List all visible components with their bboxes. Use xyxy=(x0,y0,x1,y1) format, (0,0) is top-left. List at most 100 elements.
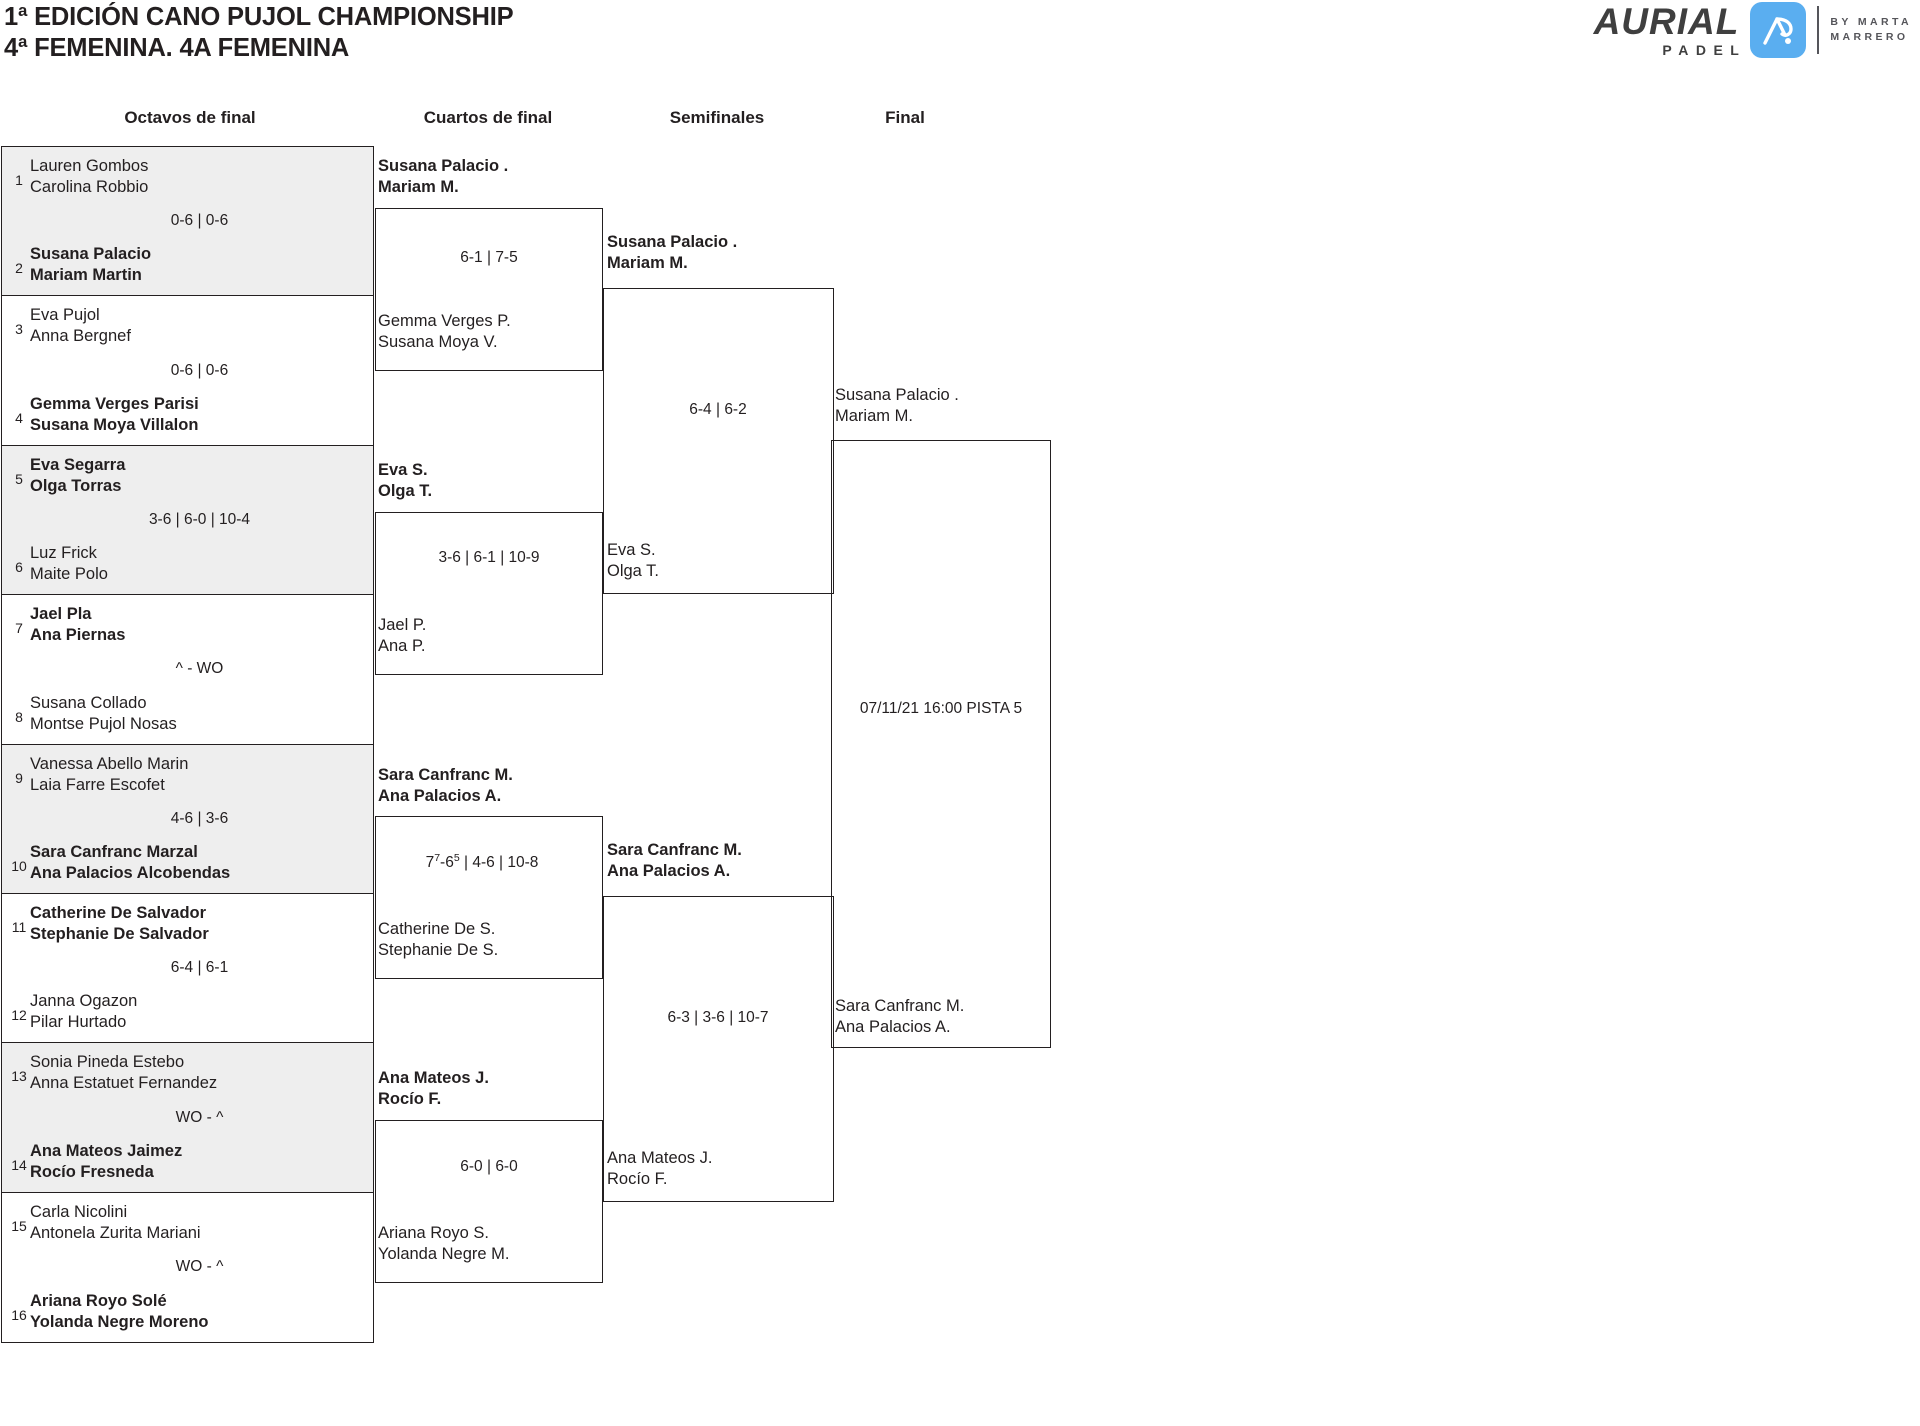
team-names: Janna Ogazon Pilar Hurtado xyxy=(30,992,138,1032)
seed-number: 4 xyxy=(15,409,23,426)
r1-match-6[interactable]: 11 Catherine De Salvador Stephanie De Sa… xyxy=(2,894,373,1044)
logo-divider xyxy=(1817,6,1820,54)
r1-match-4[interactable]: 7 Jael Pla Ana Piernas ^ - WO 8 Susana C… xyxy=(2,595,373,745)
r3-match-2-team-bottom[interactable]: Ana Mateos J. Rocío F. xyxy=(607,1149,713,1188)
r1-match-3-score: 3-6 | 6-0 | 10-4 xyxy=(148,510,251,528)
r1-match-3-team-top[interactable]: 5 Eva Segarra Olga Torras xyxy=(2,455,373,497)
r1-match-7-score: WO - ^ xyxy=(175,1108,224,1126)
r1-match-4-score: ^ - WO xyxy=(175,660,224,678)
r1-match-1[interactable]: 1 Lauren Gombos Carolina Robbio 0-6 | 0-… xyxy=(2,147,373,297)
r1-match-5-team-bottom[interactable]: 10 Sara Canfranc Marzal Ana Palacios Alc… xyxy=(2,842,373,884)
aurial-padel-logo: AURIAL PADEL BY MARTA MARRERO xyxy=(1594,2,1912,58)
r1-match-2-score: 0-6 | 0-6 xyxy=(170,361,229,379)
r1-match-2-team-top[interactable]: 3 Eva Pujol Anna Bergnef xyxy=(2,305,373,347)
r3-match-1-team-bottom[interactable]: Eva S. Olga T. xyxy=(607,541,659,580)
logo-sub-text: PADEL xyxy=(1662,42,1747,58)
team-names: Susana Collado Montse Pujol Nosas xyxy=(30,693,177,733)
final-team-bottom[interactable]: Sara Canfranc M. Ana Palacios A. xyxy=(835,997,965,1036)
r1-match-6-team-top[interactable]: 11 Catherine De Salvador Stephanie De Sa… xyxy=(2,903,373,945)
r1-match-5-team-top[interactable]: 9 Vanessa Abello Marin Laia Farre Escofe… xyxy=(2,754,373,796)
r3-match-1-score: 6-4 | 6-2 xyxy=(689,401,747,418)
r3-match-2-team-top[interactable]: Sara Canfranc M. Ana Palacios A. xyxy=(607,841,742,880)
seed-number: 10 xyxy=(11,858,27,875)
r2-match-3-box xyxy=(375,816,603,979)
r3-match-1-box xyxy=(603,288,834,594)
r1-match-1-team-top[interactable]: 1 Lauren Gombos Carolina Robbio xyxy=(2,156,373,198)
r3-match-2-score: 6-3 | 3-6 | 10-7 xyxy=(667,1009,769,1026)
seed-number: 8 xyxy=(15,708,23,725)
r1-match-5[interactable]: 9 Vanessa Abello Marin Laia Farre Escofe… xyxy=(2,744,373,894)
r1-match-3-team-bottom[interactable]: 6 Luz Frick Maite Polo xyxy=(2,543,373,585)
r1-match-4-team-bottom[interactable]: 8 Susana Collado Montse Pujol Nosas xyxy=(2,693,373,735)
logo-main-text: AURIAL xyxy=(1593,1,1740,42)
seed-number: 16 xyxy=(11,1307,27,1324)
r2-match-4-team-top[interactable]: Ana Mateos J. Rocío F. xyxy=(378,1069,489,1108)
r1-match-6-team-bottom[interactable]: 12 Janna Ogazon Pilar Hurtado xyxy=(2,991,373,1033)
seed-number: 13 xyxy=(11,1068,27,1085)
r2-match-2-team-top[interactable]: Eva S. Olga T. xyxy=(378,461,433,500)
team-names: Catherine De Salvador Stephanie De Salva… xyxy=(30,903,209,943)
team-names: Luz Frick Maite Polo xyxy=(30,544,108,584)
team-names: Gemma Verges Parisi Susana Moya Villalon xyxy=(30,394,199,434)
r1-match-6-score: 6-4 | 6-1 xyxy=(170,959,229,977)
r2-match-3-team-bottom[interactable]: Catherine De S. Stephanie De S. xyxy=(378,920,499,959)
r1-match-1-score: 0-6 | 0-6 xyxy=(170,212,229,230)
r2-match-2-score: 3-6 | 6-1 | 10-9 xyxy=(438,549,540,566)
r1-match-8-team-bottom[interactable]: 16 Ariana Royo Solé Yolanda Negre Moreno xyxy=(2,1291,373,1333)
seed-number: 6 xyxy=(15,559,23,576)
r2-match-1-box xyxy=(375,208,603,371)
r2-match-2-team-bottom[interactable]: Jael P. Ana P. xyxy=(378,616,427,655)
logo-byline-1: BY MARTA xyxy=(1830,15,1912,28)
seed-number: 14 xyxy=(11,1156,27,1173)
team-names: Eva Pujol Anna Bergnef xyxy=(30,306,131,346)
r2-match-1-team-bottom[interactable]: Gemma Verges P. Susana Moya V. xyxy=(378,312,511,351)
r1-match-2[interactable]: 3 Eva Pujol Anna Bergnef 0-6 | 0-6 4 Gem… xyxy=(2,296,373,446)
logo-byline-2: MARRERO xyxy=(1830,31,1909,43)
team-names: Carla Nicolini Antonela Zurita Mariani xyxy=(30,1202,201,1242)
seed-number: 5 xyxy=(15,470,23,487)
r1-match-7-team-bottom[interactable]: 14 Ana Mateos Jaimez Rocío Fresneda xyxy=(2,1141,373,1183)
r1-match-8-team-top[interactable]: 15 Carla Nicolini Antonela Zurita Marian… xyxy=(2,1202,373,1244)
r1-match-5-score: 4-6 | 3-6 xyxy=(170,809,229,827)
r2-match-4-box xyxy=(375,1120,603,1283)
r1-match-8[interactable]: 15 Carla Nicolini Antonela Zurita Marian… xyxy=(2,1193,373,1342)
seed-number: 3 xyxy=(15,321,23,338)
r3-match-1-team-top[interactable]: Susana Palacio . Mariam M. xyxy=(607,233,738,272)
team-names: Jael Pla Ana Piernas xyxy=(30,605,126,645)
r2-match-1-team-top[interactable]: Susana Palacio . Mariam M. xyxy=(378,157,509,196)
seed-number: 7 xyxy=(15,620,23,637)
seed-number: 2 xyxy=(15,260,23,277)
r1-match-2-team-bottom[interactable]: 4 Gemma Verges Parisi Susana Moya Villal… xyxy=(2,394,373,436)
final-match-info: 07/11/21 16:00 PISTA 5 xyxy=(859,700,1023,717)
seed-number: 11 xyxy=(11,918,27,935)
r2-match-1-score: 6-1 | 7-5 xyxy=(460,249,518,266)
round-header-semifinales: Semifinales xyxy=(669,108,765,127)
round1-octavos-column: 1 Lauren Gombos Carolina Robbio 0-6 | 0-… xyxy=(1,146,374,1344)
round-header-cuartos: Cuartos de final xyxy=(423,108,553,127)
r1-match-3[interactable]: 5 Eva Segarra Olga Torras 3-6 | 6-0 | 10… xyxy=(2,445,373,596)
seed-number: 9 xyxy=(15,769,23,786)
round-header-final: Final xyxy=(885,108,925,127)
page-title: 1ª EDICIÓN CANO PUJOL CHAMPIONSHIP 4ª FE… xyxy=(4,3,514,63)
r2-match-4-team-bottom[interactable]: Ariana Royo S. Yolanda Negre M. xyxy=(378,1224,510,1263)
team-names: Susana Palacio Mariam Martin xyxy=(30,245,152,285)
r1-match-1-team-bottom[interactable]: 2 Susana Palacio Mariam Martin xyxy=(2,244,373,286)
team-names: Eva Segarra Olga Torras xyxy=(30,455,126,495)
r1-match-8-score: WO - ^ xyxy=(175,1258,224,1276)
r1-match-4-team-top[interactable]: 7 Jael Pla Ana Piernas xyxy=(2,604,373,646)
seed-number: 1 xyxy=(15,172,23,188)
team-names: Sara Canfranc Marzal Ana Palacios Alcobe… xyxy=(30,843,231,882)
final-team-top[interactable]: Susana Palacio . Mariam M. xyxy=(835,386,959,425)
r2-match-3-team-top[interactable]: Sara Canfranc M. Ana Palacios A. xyxy=(378,766,513,805)
logo-wordmark: AURIAL PADEL xyxy=(1594,3,1740,57)
team-names: Vanessa Abello Marin Laia Farre Escofet xyxy=(30,754,189,794)
aurial-monogram-icon xyxy=(1750,2,1807,58)
seed-number: 15 xyxy=(11,1217,27,1234)
r1-match-7-team-top[interactable]: 13 Sonia Pineda Estebo Anna Estatuet Fer… xyxy=(2,1052,373,1094)
r1-match-7[interactable]: 13 Sonia Pineda Estebo Anna Estatuet Fer… xyxy=(2,1043,373,1193)
team-names: Sonia Pineda Estebo Anna Estatuet Fernan… xyxy=(30,1053,218,1093)
r2-match-4-score: 6-0 | 6-0 xyxy=(460,1158,518,1175)
seed-number: 12 xyxy=(11,1007,27,1024)
final-box xyxy=(831,440,1051,1048)
